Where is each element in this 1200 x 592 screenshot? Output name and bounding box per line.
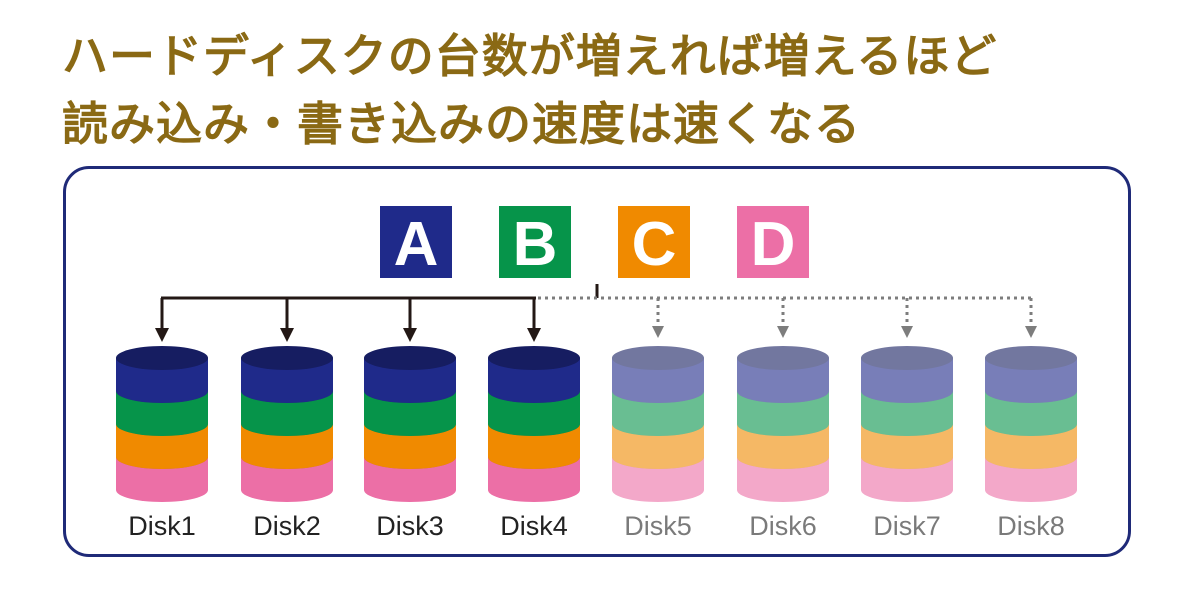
disk-layer [985,457,1077,502]
block-letter: C [632,210,677,279]
disk-layer [861,424,953,469]
block-b: B [499,206,571,279]
disk-layer [364,358,456,403]
disk-disk8: Disk8 [985,346,1077,541]
arrow-head [527,328,541,342]
disk-layer-top [364,346,456,370]
disk-layer [364,457,456,502]
disk-disk3: Disk3 [364,346,456,541]
disk-disk5: Disk5 [612,346,704,541]
disk-label: Disk8 [997,511,1065,541]
disk-layer [241,424,333,469]
disk-layer-top [116,346,208,370]
disk-label: Disk5 [624,511,692,541]
disk-layer [985,358,1077,403]
arrow-head [652,326,664,338]
disk-layer [612,391,704,436]
disk-label: Disk7 [873,511,941,541]
disk-layer [241,457,333,502]
disk-layer [488,391,580,436]
arrow-head [403,328,417,342]
disk-disk4: Disk4 [488,346,580,541]
arrow-head [901,326,913,338]
block-letter: A [394,210,439,279]
title-line-2: 読み込み・書き込みの速度は速くなる [62,97,861,151]
disk-layer [364,391,456,436]
disk-layer-top [737,346,829,370]
disk-layer [737,424,829,469]
disk-disk1: Disk1 [116,346,208,541]
disk-layer [488,358,580,403]
disk-layer [612,424,704,469]
disk-layer [985,424,1077,469]
disk-layer [861,391,953,436]
disk-layer [861,457,953,502]
block-square [380,206,452,278]
disk-layer [116,358,208,403]
disk-layer [116,391,208,436]
disk-layer [737,391,829,436]
disk-layer [116,424,208,469]
block-c: C [618,206,690,279]
disk-layer [612,358,704,403]
disk-layer [241,391,333,436]
disk-layer [488,424,580,469]
arrow-head [280,328,294,342]
disk-layer [737,358,829,403]
disk-disk2: Disk2 [241,346,333,541]
disk-layer [364,424,456,469]
disk-layer-top [985,346,1077,370]
block-square [618,206,690,278]
disk-label: Disk6 [749,511,817,541]
disk-label: Disk1 [128,511,196,541]
disk-label: Disk2 [253,511,321,541]
block-d: D [737,206,809,279]
disk-layer [737,457,829,502]
disk-layer-top [241,346,333,370]
disk-layer-top [488,346,580,370]
block-square [737,206,809,278]
disk-layer [488,457,580,502]
block-letter: D [751,210,796,279]
disk-disk7: Disk7 [861,346,953,541]
disk-disk6: Disk6 [737,346,829,541]
disk-layer [985,391,1077,436]
block-a: A [380,206,452,279]
title-line-1: ハードディスクの台数が増えれば増えるほど [62,29,998,83]
disk-layer [241,358,333,403]
disk-layer-top [612,346,704,370]
arrow-head [1025,326,1037,338]
disk-layer [612,457,704,502]
disk-layer [116,457,208,502]
arrow-head [155,328,169,342]
disk-label: Disk3 [376,511,444,541]
disk-layer-top [861,346,953,370]
arrow-head [777,326,789,338]
disk-label: Disk4 [500,511,568,541]
disk-layer [861,358,953,403]
block-letter: B [513,210,558,279]
block-square [499,206,571,278]
